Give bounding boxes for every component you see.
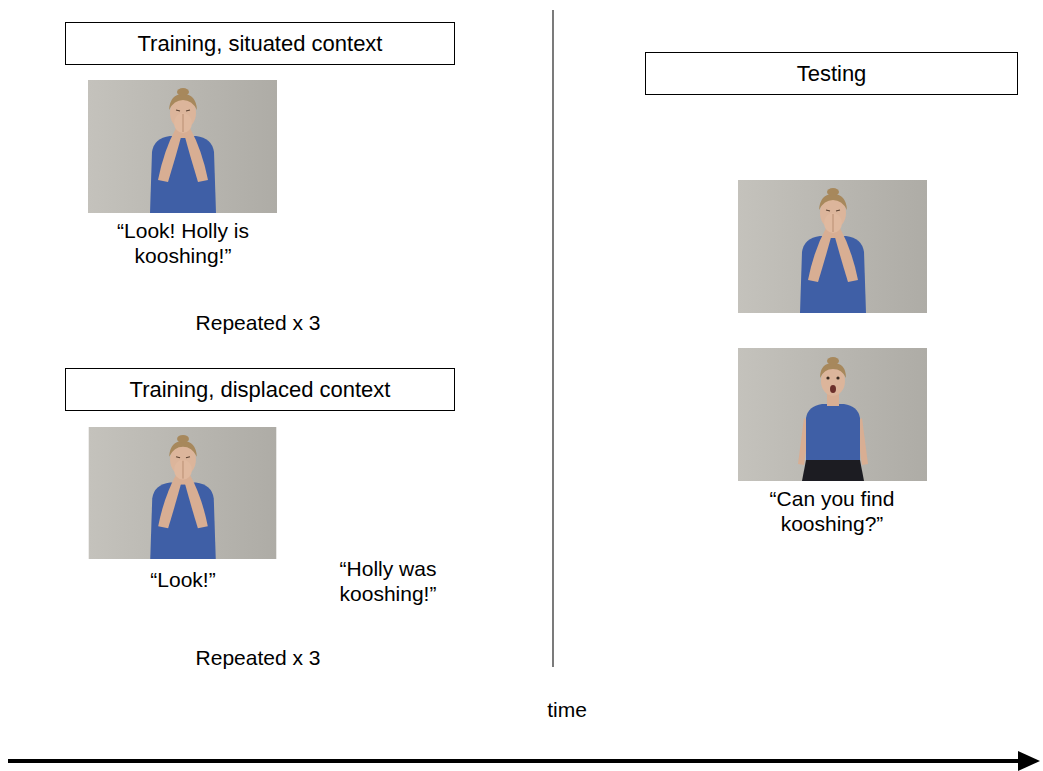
photo bbox=[89, 427, 277, 559]
caption-text: “Holly was kooshing!” bbox=[323, 556, 453, 606]
photo bbox=[738, 180, 927, 313]
caption-text: “Can you find kooshing?” bbox=[752, 486, 912, 536]
caption-text: Repeated x 3 bbox=[168, 310, 348, 335]
photo bbox=[738, 348, 927, 481]
caption-text: Repeated x 3 bbox=[168, 645, 348, 670]
heading-box: Training, displaced context bbox=[65, 368, 455, 411]
divider-line bbox=[552, 10, 553, 667]
heading-text: Training, situated context bbox=[128, 31, 393, 57]
caption-text: “Look! Holly is kooshing!” bbox=[88, 218, 278, 268]
heading-box: Testing bbox=[645, 52, 1018, 95]
caption-text: “Look!” bbox=[123, 567, 243, 592]
time-arrow bbox=[8, 759, 1022, 763]
arrow-head bbox=[1018, 751, 1040, 771]
caption-text: time bbox=[527, 697, 607, 722]
heading-text: Training, displaced context bbox=[120, 377, 401, 403]
heading-box: Training, situated context bbox=[65, 22, 455, 65]
heading-text: Testing bbox=[787, 61, 877, 87]
photo bbox=[88, 80, 277, 213]
